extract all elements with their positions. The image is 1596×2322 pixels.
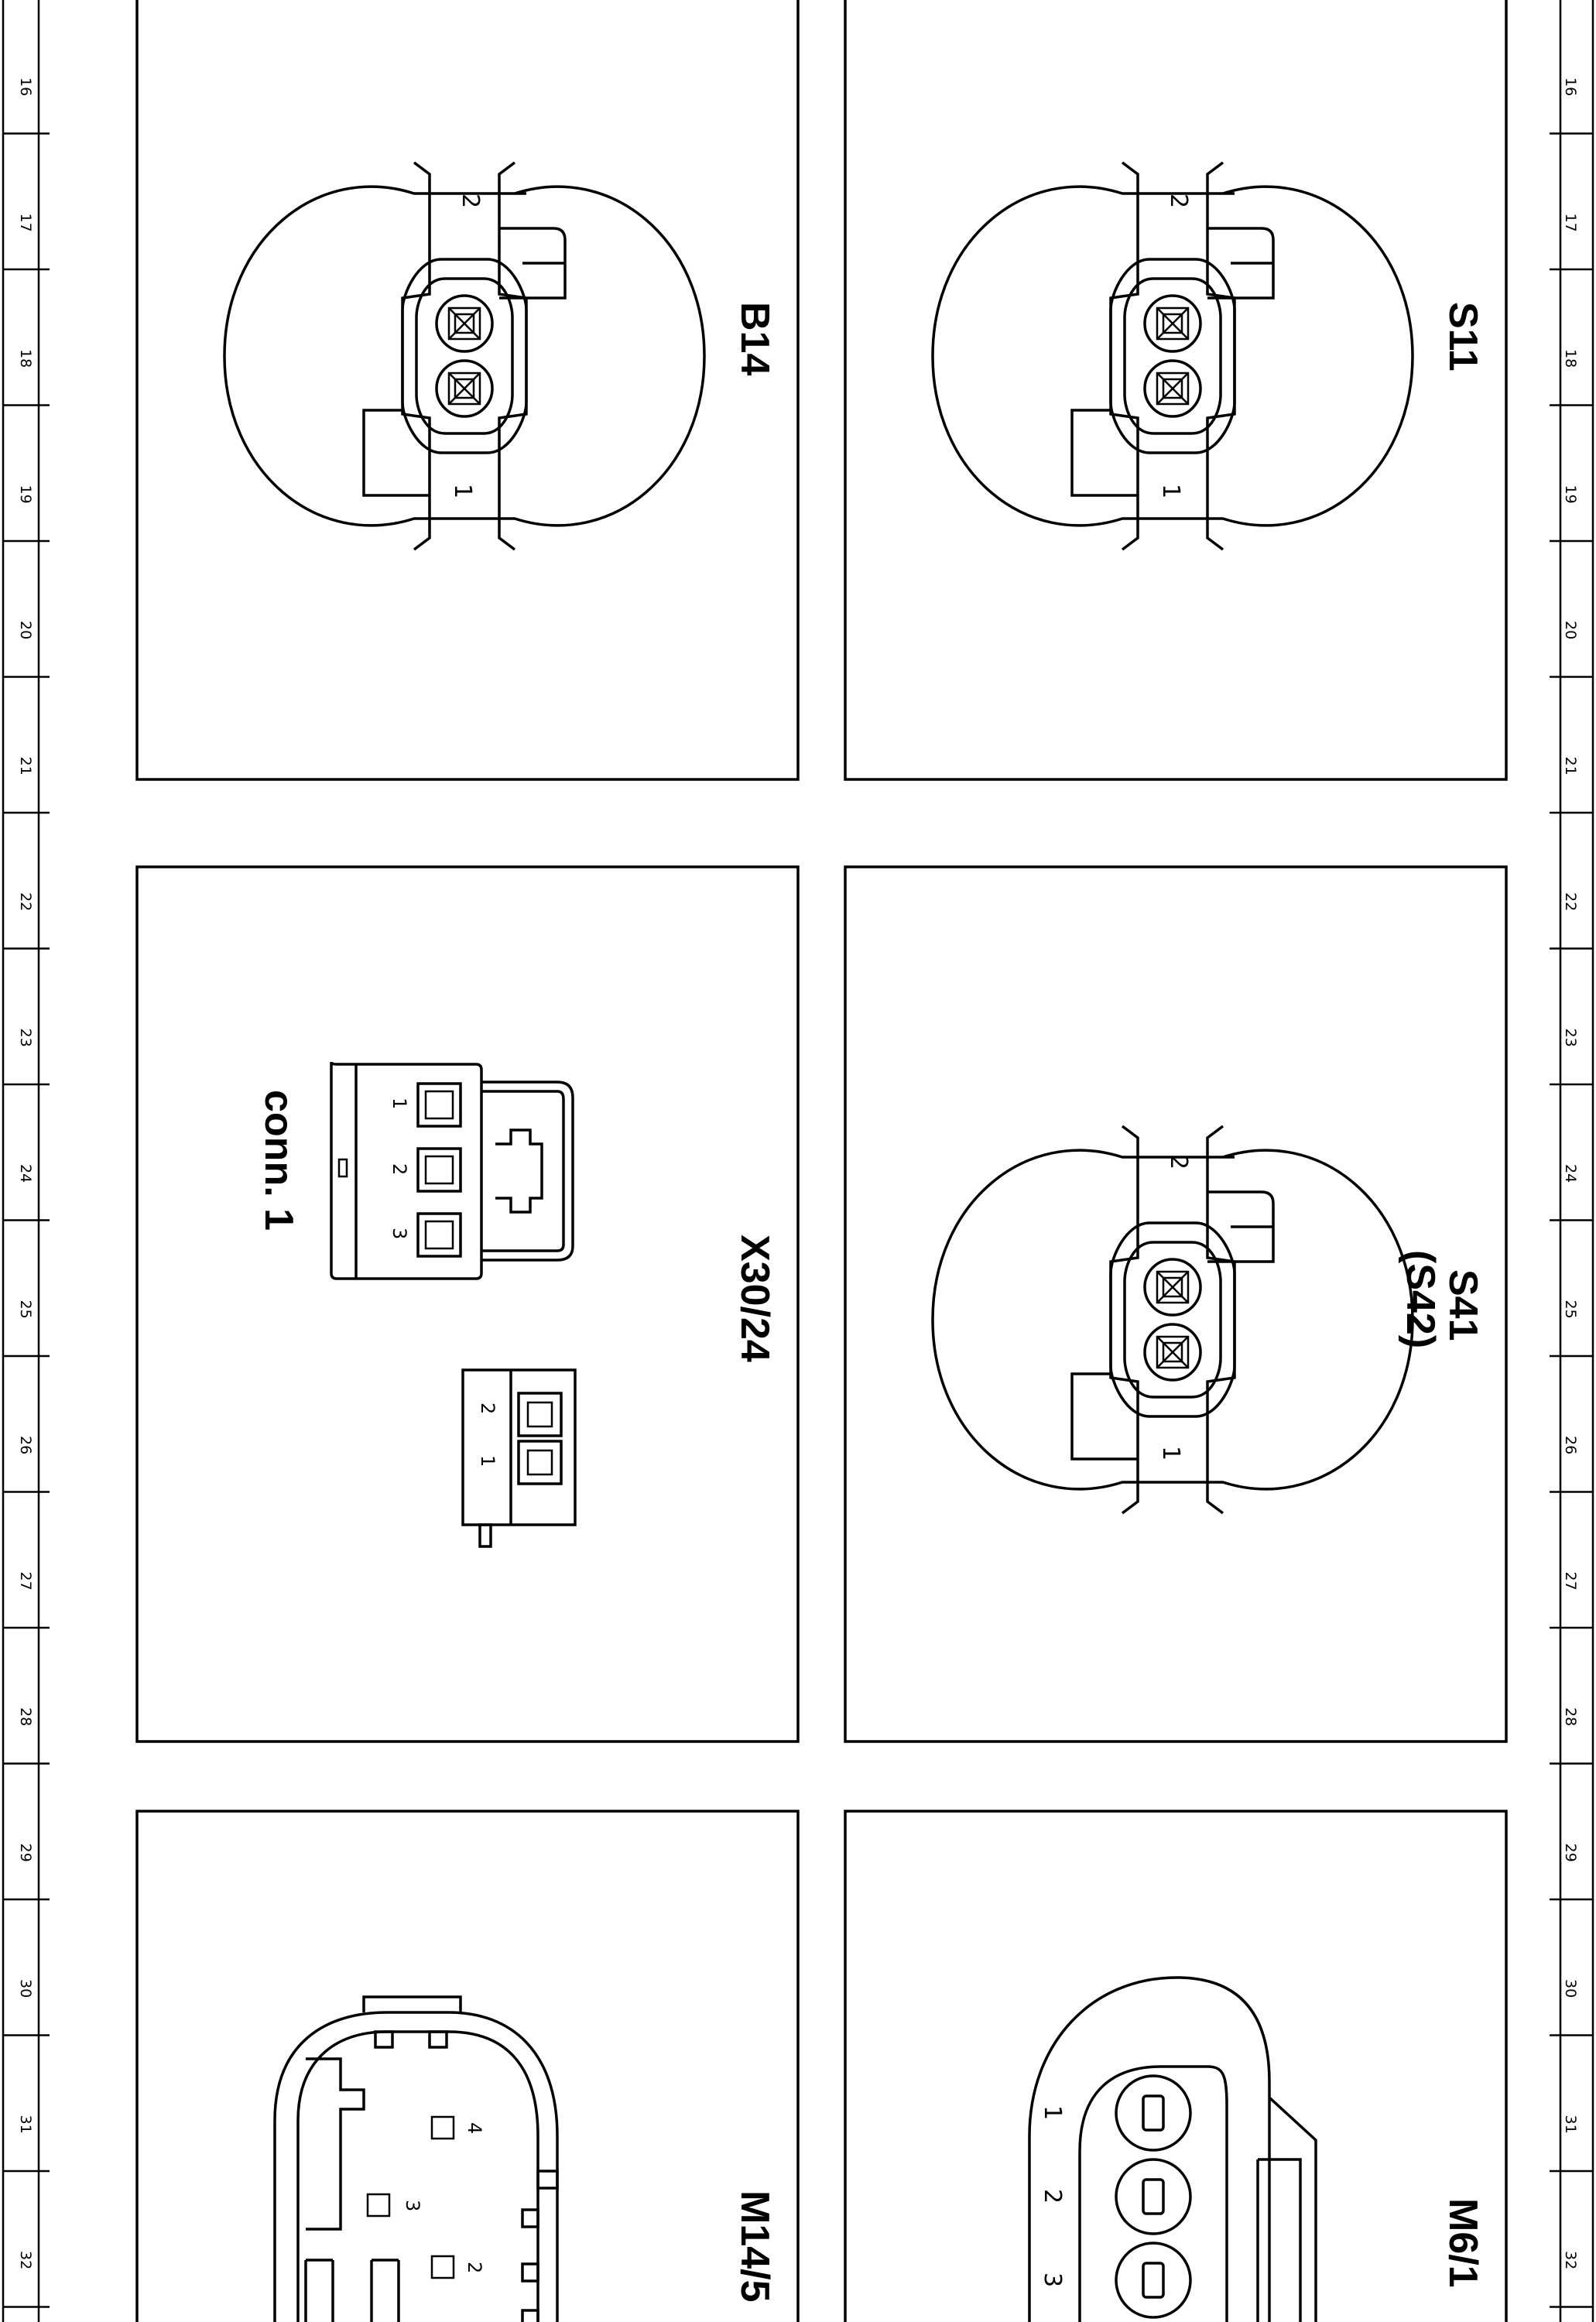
panel-m14-5: 4 3 2 M14/5	[135, 1810, 800, 2322]
ruler-label: 27	[1562, 1572, 1579, 1591]
ruler-label: 32	[17, 2251, 34, 2269]
ruler-label: 22	[1562, 892, 1579, 911]
ruler-label: 31	[17, 2115, 34, 2134]
left-ruler	[2, 0, 40, 2322]
ruler-label: 25	[1562, 1300, 1579, 1319]
s11-title: S11	[1440, 302, 1485, 372]
ruler-label: 28	[1562, 1707, 1579, 1726]
s11-pin-1: 1	[1157, 484, 1184, 498]
x30-24-conn1-pin-1: 1	[389, 1098, 410, 1109]
x30-24-conn1-pin-2: 2	[389, 1163, 410, 1175]
m14-5-pin-2: 2	[464, 2262, 485, 2273]
ruler-label: 19	[1562, 485, 1579, 504]
ruler-label: 26	[1562, 1436, 1579, 1454]
b14-pin-2: 2	[457, 194, 484, 208]
ruler-label: 17	[1562, 214, 1579, 232]
ruler-label: 21	[1562, 757, 1579, 776]
ruler-label: 30	[1562, 1979, 1579, 1998]
ruler-label: 32	[1562, 2251, 1579, 2269]
x30-24-small-connector	[461, 1368, 577, 1548]
ruler-label: 16	[17, 77, 34, 96]
ruler-ticks	[3, 132, 1593, 2308]
m6-1-pin-3: 3	[1039, 2272, 1066, 2287]
panel-x30-24: 1 2 3 conn. 1 2 1 X30/24	[135, 865, 800, 1743]
right-ruler	[1559, 0, 1594, 2322]
s11-pin-2: 2	[1165, 194, 1192, 208]
panel-s41: 2 1 S41 (S42)	[844, 865, 1508, 1743]
ruler-label: 24	[17, 1164, 34, 1183]
m14-5-title: M14/5	[732, 2190, 777, 2303]
ruler-label: 24	[1562, 1164, 1579, 1183]
x30-24-title: X30/24	[732, 1235, 777, 1362]
panel-m6-1: 1 2 3 M6/1	[844, 1810, 1508, 2322]
ruler-label: 30	[17, 1979, 34, 1998]
ruler-label: 23	[1562, 1029, 1579, 1047]
ruler-label: 27	[17, 1572, 34, 1591]
x30-24-small-pin-1: 1	[477, 1455, 498, 1467]
panel-s11: 2 1 S11	[844, 0, 1508, 781]
ruler-label: 21	[17, 757, 34, 776]
panel-m14-5-frame	[135, 1810, 800, 2322]
ruler-labels-left: 16 17 18 19 20 21 22 23 24 25 26 27 28 29 30 31 32	[17, 77, 34, 2269]
s41-pin-2: 2	[1165, 1155, 1192, 1170]
panel-x30-24-frame	[135, 865, 800, 1743]
ruler-label: 23	[17, 1029, 34, 1047]
ruler-label: 18	[1562, 349, 1579, 368]
b14-title: B14	[732, 302, 777, 375]
m14-5-connector	[273, 1995, 559, 2322]
panel-b14: 2 1 B14	[135, 0, 800, 781]
ruler-label: 20	[1562, 621, 1579, 639]
ruler-label: 29	[1562, 1844, 1579, 1862]
m6-1-connector	[1028, 1976, 1317, 2322]
ruler-label: 29	[17, 1844, 34, 1862]
ruler-label: 31	[1562, 2115, 1579, 2134]
panel-s11-frame	[844, 0, 1508, 781]
s41-title: S41	[1440, 1269, 1485, 1341]
x30-24-conn1-label: conn. 1	[256, 1090, 301, 1231]
ruler-label: 22	[17, 892, 34, 911]
m14-5-pin-3: 3	[402, 2200, 423, 2211]
m6-1-title: M6/1	[1440, 2198, 1485, 2288]
ruler-label: 25	[17, 1300, 34, 1319]
ruler-label: 28	[17, 1707, 34, 1726]
panel-s41-frame	[844, 865, 1508, 1743]
b14-pin-1: 1	[449, 484, 476, 498]
ruler-label: 20	[17, 621, 34, 639]
x30-24-conn1-housing	[330, 1061, 574, 1280]
ruler-label: 26	[17, 1436, 34, 1454]
x30-24-conn1-pin-3: 3	[389, 1228, 410, 1239]
s41-title-alt: (S42)	[1398, 1250, 1443, 1348]
s41-pin-1: 1	[1157, 1446, 1184, 1461]
panel-m6-1-frame	[844, 1810, 1508, 2322]
m6-1-pin-1: 1	[1039, 2105, 1066, 2120]
ruler-label: 17	[17, 214, 34, 232]
m6-1-pin-2: 2	[1039, 2189, 1066, 2204]
ruler-labels-right: 16 17 18 19 20 21 22 23 24 25 26 27 28 29 30 31 32	[1562, 77, 1579, 2269]
ruler-label: 18	[17, 349, 34, 368]
ruler-label: 19	[17, 485, 34, 504]
x30-24-small-pin-2: 2	[477, 1402, 498, 1414]
m14-5-pin-4: 4	[464, 2122, 485, 2134]
panel-b14-frame	[135, 0, 800, 781]
ruler-label: 16	[1562, 77, 1579, 96]
